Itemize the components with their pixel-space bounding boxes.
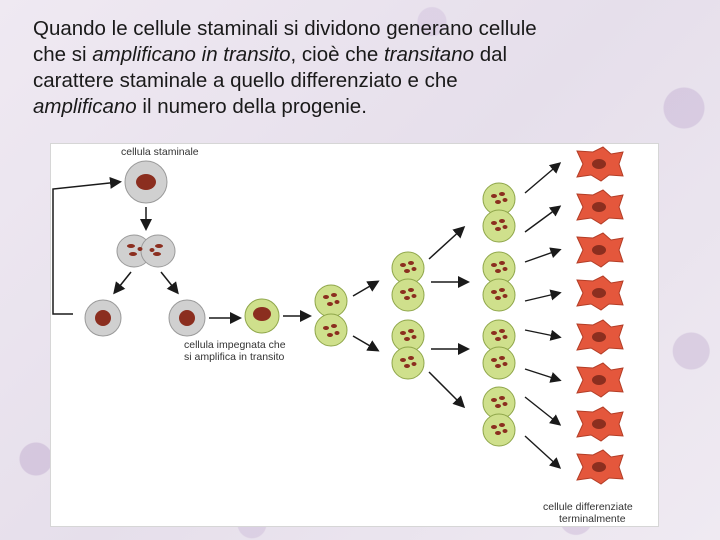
- transit-doublet-3: [482, 319, 516, 380]
- differentiated-cell: [576, 449, 624, 485]
- differentiated-cell: [576, 146, 624, 182]
- stem-cell: [124, 160, 168, 204]
- committed-transit-cell: [244, 298, 280, 334]
- differentiated-cell: [576, 319, 624, 355]
- daughter-stem-cell-right: [168, 299, 206, 337]
- differentiated-column: [576, 146, 624, 485]
- differentiation-arrow: [524, 329, 562, 341]
- differentiation-arrow: [524, 205, 562, 233]
- heading-line-4: amplificano il numero della progenie.: [33, 94, 659, 120]
- differentiation-arrow: [524, 368, 562, 383]
- arrow-3a: [428, 225, 466, 260]
- heading-text: Quando le cellule staminali si dividono …: [33, 16, 659, 120]
- transit-column-3: [482, 182, 516, 447]
- differentiation-arrows: [524, 162, 562, 469]
- transit-doublet-2: [482, 251, 516, 312]
- self-renewal-arrow: [52, 176, 122, 315]
- arrow-down-left: [113, 271, 132, 295]
- transit-division-1: [314, 284, 348, 347]
- transit-doublet-4: [482, 386, 516, 447]
- cell-diagram-svg: cellula staminale: [52, 146, 633, 525]
- label-stem-cell: cellula staminale: [121, 146, 199, 158]
- daughter-stem-cell-left: [84, 299, 122, 337]
- dividing-stem-cell: [116, 234, 176, 268]
- heading-line-3: carattere staminale a quello differenzia…: [33, 69, 458, 92]
- label-differentiated-2: terminalmente: [559, 513, 626, 525]
- heading-line-2-part-a: che si: [33, 43, 93, 66]
- arrow-split-down: [352, 335, 380, 352]
- transit-division-2-bottom: [391, 319, 425, 380]
- heading-line-4-italic: amplificano: [33, 95, 137, 118]
- differentiated-cell: [576, 406, 624, 442]
- transit-doublet-1: [482, 182, 516, 243]
- heading-line-2-italic: amplificano in transito: [92, 43, 291, 66]
- heading-line-1: Quando le cellule staminali si dividono …: [33, 17, 537, 40]
- heading-line-4-part-b: il numero della progenie.: [136, 95, 367, 118]
- label-transit-1: cellula impegnata che: [184, 339, 286, 351]
- heading-line-2-part-b: , cioè che: [290, 43, 384, 66]
- differentiated-cell: [576, 189, 624, 225]
- heading-line-2-italic-2: transitano: [383, 43, 474, 66]
- cell-diagram: cellula staminale: [50, 143, 659, 527]
- heading-line-2: che si amplificano in transito, cioè che…: [33, 42, 659, 68]
- differentiated-cell: [576, 232, 624, 268]
- differentiated-cell: [576, 362, 624, 398]
- arrow-down-right: [160, 271, 179, 295]
- differentiation-arrow: [524, 247, 562, 263]
- label-differentiated-1: cellule differenziate: [543, 501, 633, 513]
- differentiated-cell: [576, 275, 624, 311]
- differentiation-arrow: [524, 396, 562, 426]
- differentiation-arrow: [524, 435, 562, 469]
- label-transit-2: si amplifica in transito: [184, 351, 285, 363]
- arrow-3d: [428, 371, 466, 409]
- arrow-split-up: [352, 280, 380, 297]
- heading-line-2-part-c: dal: [474, 43, 508, 66]
- differentiation-arrow: [524, 289, 562, 302]
- transit-division-2-top: [391, 251, 425, 312]
- differentiation-arrow: [524, 162, 562, 194]
